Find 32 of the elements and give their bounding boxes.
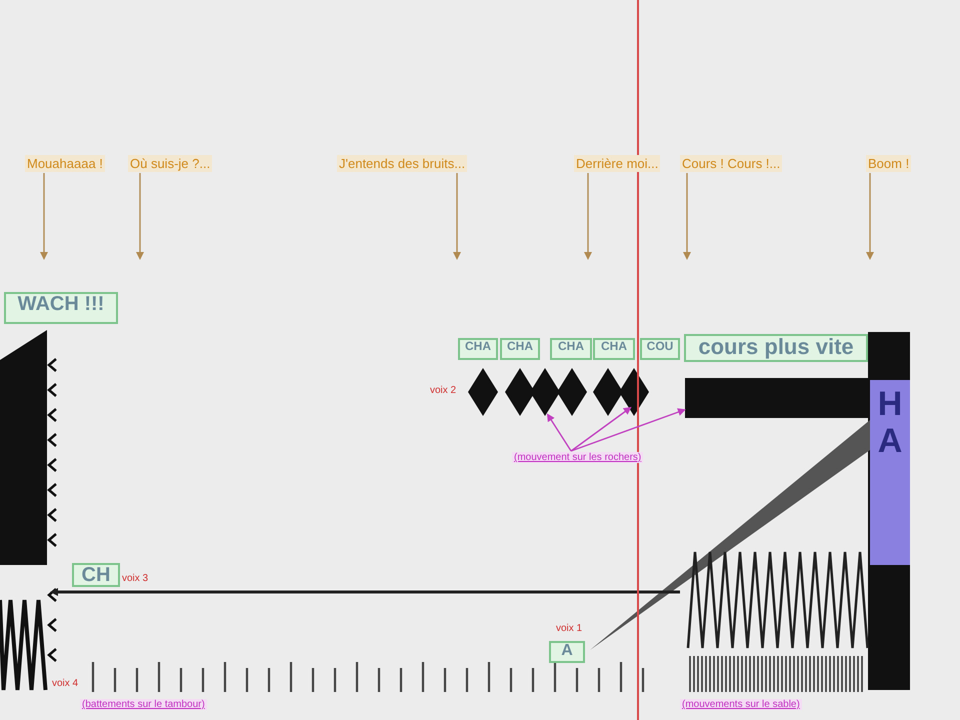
arrow (683, 173, 691, 260)
sound-word-box: CHA (593, 338, 635, 360)
sound-word-box: CHA (550, 338, 592, 360)
note-text: (mouvement sur les rochers) (512, 452, 644, 463)
arrow (570, 406, 632, 452)
sound-word-box: cours plus vite (684, 334, 868, 362)
caption-text: Cours ! Cours !... (680, 155, 782, 172)
sound-word-box: CHA (500, 338, 540, 360)
caption-text: J'entends des bruits... (337, 155, 468, 172)
caption-text: Où suis-je ?... (128, 155, 212, 172)
voice-label: voix 3 (122, 573, 148, 584)
arrow (546, 413, 572, 452)
note-text: (battements sur le tambour) (80, 699, 207, 710)
voice-label: voix 1 (556, 623, 582, 634)
voice-label: voix 4 (52, 678, 78, 689)
note-text: (mouvements sur le sable) (680, 699, 802, 710)
arrow (40, 173, 48, 260)
sound-word-bar: HA (870, 380, 910, 565)
sound-word-box: A (549, 641, 585, 663)
caption-text: Boom ! (866, 155, 912, 172)
arrow (866, 173, 874, 260)
arrow (584, 173, 592, 260)
sound-word-box: COU (640, 338, 680, 360)
sound-word-box: WACH !!! (4, 292, 118, 324)
caption-text: Mouahaaaa ! (25, 155, 105, 172)
voice-label: voix 2 (430, 385, 456, 396)
sound-word-box: CH (72, 563, 120, 587)
arrow (570, 408, 686, 452)
sound-word-box: CHA (458, 338, 498, 360)
arrow (136, 173, 144, 260)
caption-text: Derrière moi... (574, 155, 660, 172)
arrow (453, 173, 461, 260)
